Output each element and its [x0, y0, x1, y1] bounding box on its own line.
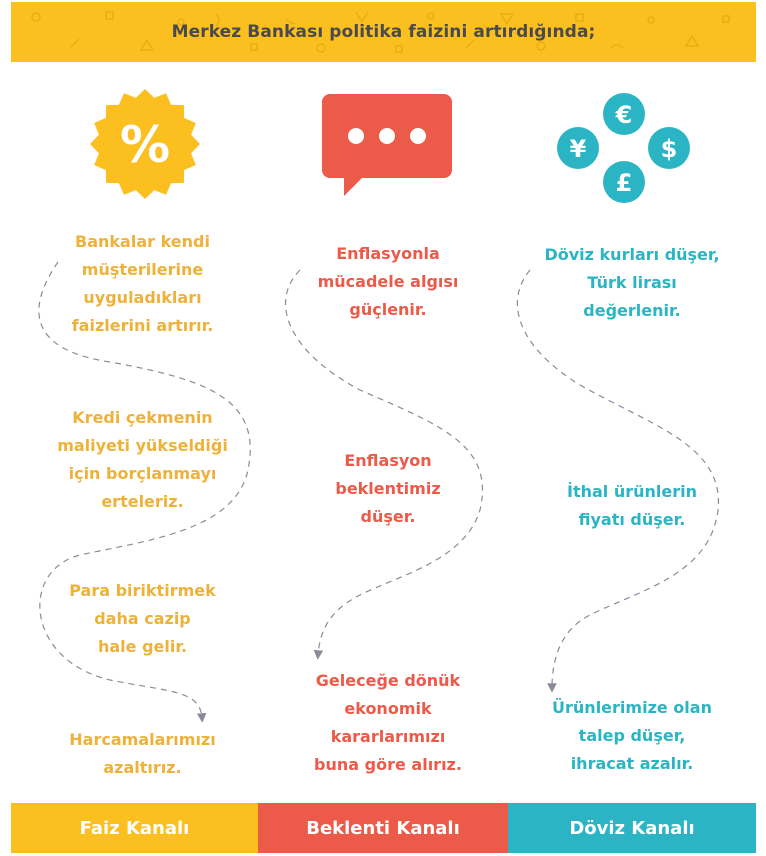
- bubble-dot: [410, 128, 426, 144]
- doviz-step-2: İthal ürünlerin fiyatı düşer.: [566, 482, 697, 529]
- footer-doviz-kanali: Döviz Kanalı: [508, 803, 756, 853]
- doviz-step-3: Ürünlerimize olan talep düşer, ihracat a…: [552, 698, 712, 773]
- header-pattern: [31, 11, 730, 53]
- beklenti-step-2: Enflasyon beklentimiz düşer.: [335, 451, 441, 526]
- yen-symbol: ¥: [570, 135, 587, 163]
- connector-faiz-1: [38, 261, 251, 723]
- footer-faiz-kanali: Faiz Kanalı: [11, 803, 258, 853]
- speech-bubble-icon: [322, 94, 452, 196]
- faiz-step-3: Para biriktirmek daha cazip hale gelir.: [69, 581, 216, 656]
- bubble-dot: [379, 128, 395, 144]
- bubble-dot: [348, 128, 364, 144]
- euro-symbol: €: [615, 101, 633, 129]
- beklenti-step-1: Enflasyonla mücadele algısı güçlenir.: [317, 244, 459, 319]
- beklenti-step-3: Geleceğe dönük ekonomik kararlarımızı bu…: [314, 671, 462, 774]
- pound-symbol: £: [616, 169, 633, 197]
- header-title: Merkez Bankası politika faizini artırdığ…: [171, 22, 596, 42]
- faiz-step-2: Kredi çekmenin maliyeti yükseldiği için …: [57, 408, 228, 511]
- currency-circles-icon: € ¥ $ £: [557, 93, 690, 203]
- faiz-step-4: Harcamalarımızı azaltırız.: [69, 730, 216, 777]
- dollar-symbol: $: [661, 135, 678, 163]
- percent-symbol: %: [120, 116, 170, 174]
- doviz-step-1: Döviz kurları düşer, Türk lirası değerle…: [544, 245, 720, 320]
- faiz-step-1: Bankalar kendi müşterilerine uyguladıkla…: [71, 232, 214, 335]
- footer-beklenti-kanali: Beklenti Kanalı: [258, 803, 508, 853]
- connector-beklenti-1: [285, 269, 483, 660]
- percent-badge-icon: %: [90, 89, 200, 199]
- header-banner: Merkez Bankası politika faizini artırdığ…: [11, 2, 756, 62]
